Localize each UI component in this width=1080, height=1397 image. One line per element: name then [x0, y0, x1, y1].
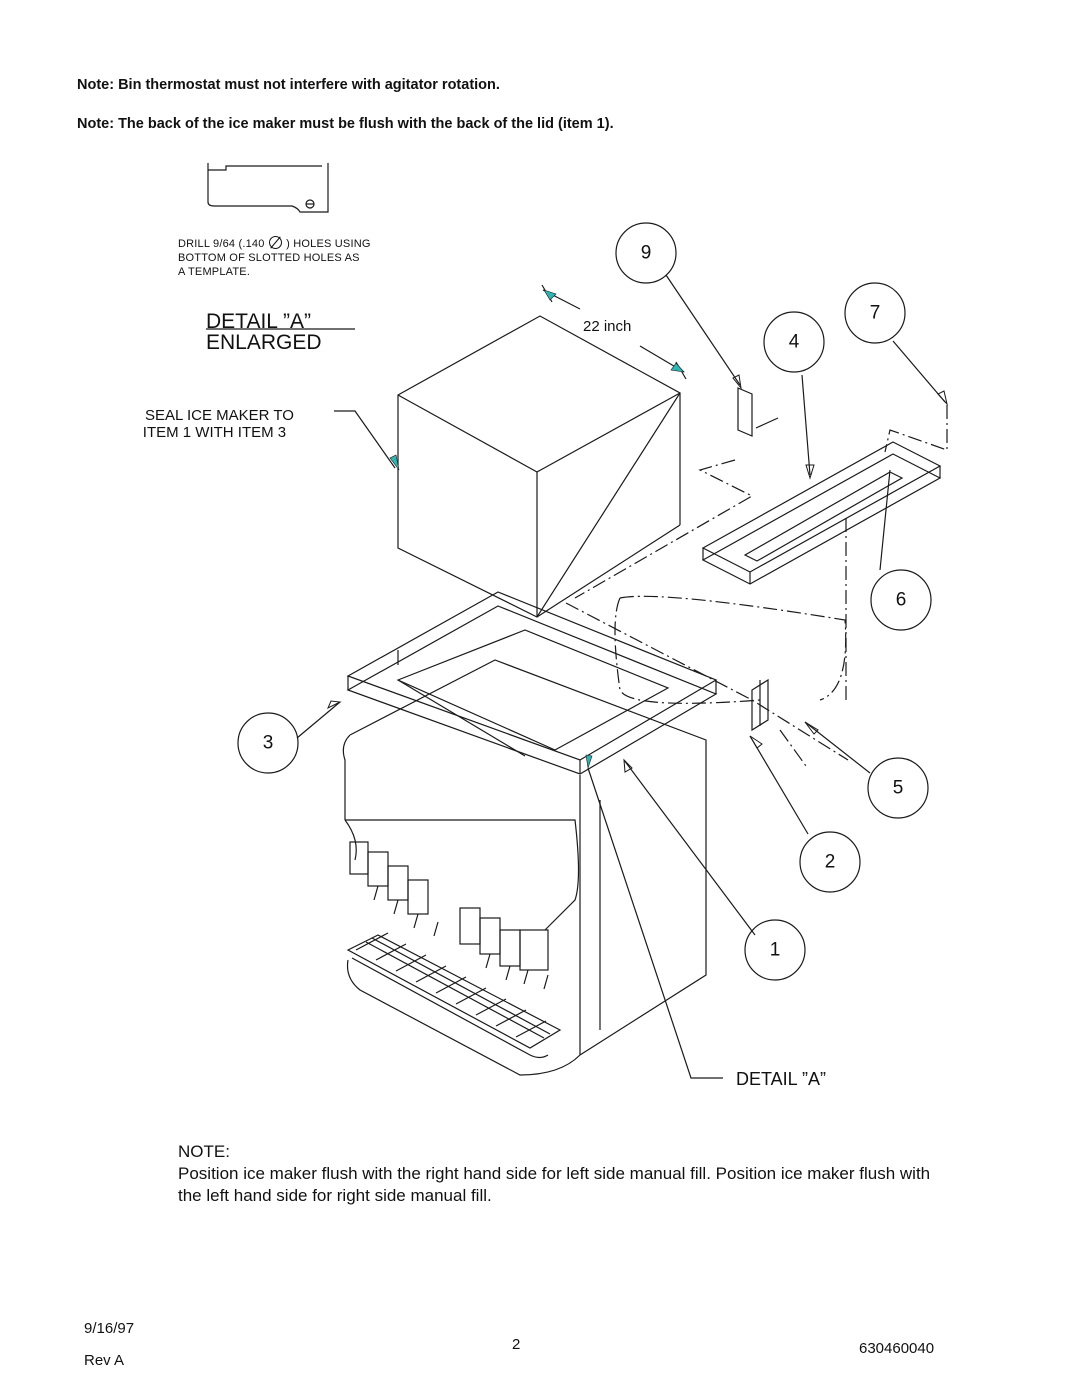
callout-circle-6 [870, 569, 932, 631]
note-bin-thermostat: Note: Bin thermostat must not interfere … [77, 77, 500, 93]
callout-circles [237, 222, 932, 981]
detail-a-reference: DETAIL ”A” [736, 1069, 827, 1089]
alignment-lines [565, 405, 948, 767]
drill-instruction: DRILL 9/64 (.140 ) HOLES USING BOTTOM OF… [178, 236, 371, 279]
callout-number-4: 4 [789, 332, 800, 353]
callout-number-2: 2 [825, 852, 836, 873]
detail-a-title-line-2: ENLARGED [206, 331, 322, 354]
lid-frame [346, 591, 718, 775]
callout-circle-3 [237, 712, 299, 774]
small-bracket-item-9 [737, 387, 779, 437]
side-bracket [751, 678, 769, 732]
callout-number-6: 6 [896, 590, 907, 611]
dispenser-valves [349, 841, 549, 990]
callout-circle-4 [763, 311, 825, 373]
detail-a-enlarged-title: DETAIL ”A” ENLARGED [206, 311, 322, 353]
callout-circle-7 [844, 282, 906, 344]
seal-instruction: SEAL ICE MAKER TO ITEM 1 WITH ITEM 3 [135, 407, 294, 441]
drip-tray [346, 932, 562, 1059]
drill-line-1: DRILL 9/64 (.140 [178, 238, 265, 250]
footer-page-number: 2 [512, 1336, 521, 1353]
footer-document-number: 630460040 [859, 1340, 935, 1357]
seal-line-2: ITEM 1 WITH ITEM 3 [142, 424, 287, 441]
callout-number-5: 5 [893, 778, 904, 799]
leader-lines [296, 274, 946, 1079]
drill-line-3: A TEMPLATE. [178, 266, 251, 278]
note-flush-back: Note: The back of the ice maker must be … [77, 116, 614, 132]
bottom-note-heading: NOTE: [178, 1142, 230, 1161]
callout-number-7: 7 [870, 303, 881, 324]
detail-a-bracket [207, 163, 329, 213]
callout-number-3: 3 [263, 733, 274, 754]
bottom-note-text: Position ice maker flush with the right … [178, 1164, 931, 1205]
dimension-label: 22 inch [583, 318, 631, 335]
seal-line-1: SEAL ICE MAKER TO [145, 407, 294, 424]
dispenser-body [342, 659, 707, 1076]
bottom-note: NOTE: Position ice maker flush with the … [178, 1141, 938, 1207]
callout-circle-2 [799, 831, 861, 893]
footer-date: 9/16/97 [84, 1320, 135, 1337]
detail-a-title-line-1: DETAIL ”A” [206, 310, 312, 333]
arrowheads [327, 289, 948, 773]
callout-circle-1 [744, 919, 806, 981]
drill-line-2: BOTTOM OF SLOTTED HOLES AS [178, 252, 360, 264]
callout-circle-9 [615, 222, 677, 284]
ice-maker-box [397, 315, 681, 618]
callout-circle-5 [867, 757, 929, 819]
callout-number-1: 1 [770, 940, 781, 961]
callout-number-9: 9 [641, 243, 652, 264]
drill-line-1-end: ) HOLES USING [286, 238, 371, 250]
diameter-symbol-icon [268, 236, 282, 249]
footer-revision: Rev A [84, 1352, 125, 1369]
top-bracket-plate [701, 441, 942, 585]
